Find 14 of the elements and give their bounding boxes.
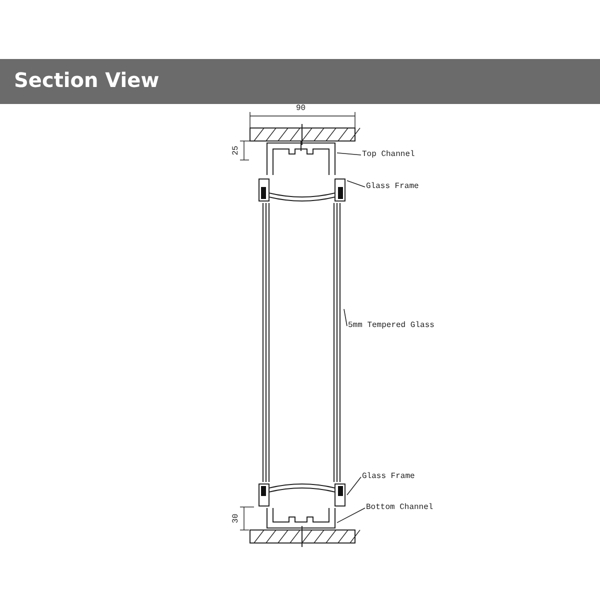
section-title: Section View <box>14 68 160 92</box>
part-label: Glass Frame <box>366 182 419 192</box>
leader-line <box>336 508 366 524</box>
part-label: Top Channel <box>362 150 415 160</box>
dimension-text: 30 <box>231 514 240 524</box>
leader-line <box>336 152 362 156</box>
leader-line <box>344 308 348 326</box>
leader-line <box>346 476 362 496</box>
leader-line <box>346 180 366 188</box>
dimension-text: 25 <box>231 146 240 156</box>
part-label: Bottom Channel <box>366 503 434 513</box>
part-label: Glass Frame <box>362 472 415 482</box>
part-label: 5mm Tempered Glass <box>348 321 434 331</box>
dimension-text: 90 <box>296 104 306 113</box>
